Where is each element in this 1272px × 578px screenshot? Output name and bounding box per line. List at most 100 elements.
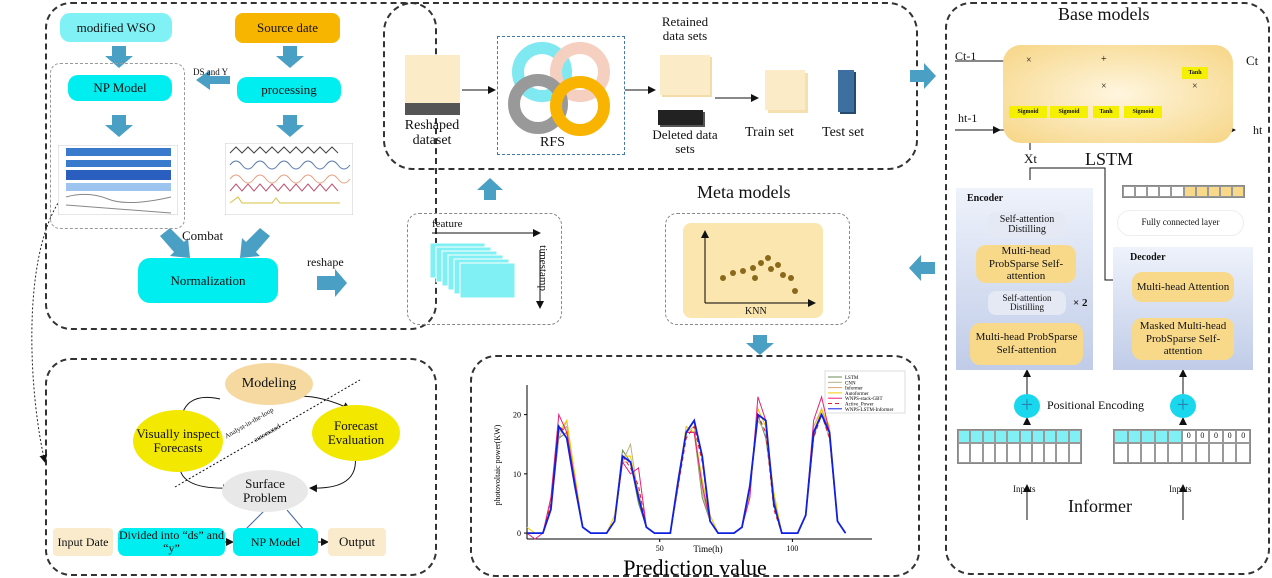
series-line-Active_Power (527, 412, 846, 534)
retained-data-icon (660, 55, 710, 95)
np-model-box: NP Model (68, 75, 172, 101)
zero-cell: 0 (1209, 430, 1223, 444)
sigmoid-gate: Sigmoid (1050, 106, 1088, 118)
positional-encoding-label: Positional Encoding (1047, 398, 1144, 412)
zero-cell: 0 (1222, 430, 1237, 444)
timestamp-label: timestamp (536, 245, 549, 291)
modified-wso-box: modified WSO (60, 13, 172, 42)
c-prev-label: Ct-1 (955, 49, 977, 63)
deleted-data-icon (658, 110, 703, 125)
modeling-node: Modeling (225, 363, 313, 405)
np-loop-panel (45, 358, 437, 576)
masked-multi-head: Masked Multi-head ProbSparse Self-attent… (1132, 318, 1234, 360)
legend-entry: WNPS-stack-GBT (845, 397, 883, 402)
decoder-label: Decoder (1130, 252, 1166, 263)
forecast-evaluation-node: Forecast Evaluation (312, 405, 400, 461)
feature-selection-panel (383, 2, 918, 170)
self-attention-distilling: Self-attention Distilling (988, 291, 1066, 315)
output-box: Output (328, 528, 386, 556)
zero-cell: 0 (1236, 430, 1250, 444)
legend-entry: CNN (845, 381, 856, 386)
multi-head-probsparse-upper: Multi-head ProbSparse Self-attention (976, 245, 1076, 283)
np-components-plot (58, 145, 178, 215)
mult-op: × (1192, 81, 1198, 92)
combat-label: Combat (182, 228, 224, 243)
decoder-inputs-label: Inputs (1169, 484, 1192, 494)
x-t-label: Xt (1024, 151, 1037, 166)
series-line-Autoformer (526, 406, 846, 534)
meta-models-title: Meta models (697, 182, 791, 202)
input-date-box: Input Date (53, 528, 113, 556)
reshape-label: reshape (307, 255, 344, 269)
train-set-label: Train set (745, 125, 794, 140)
legend-entry: WNPS-LSTM-Informer (845, 408, 894, 413)
decoder-add-icon: + (1170, 394, 1196, 418)
sigmoid-gate: Sigmoid (1124, 106, 1162, 118)
legend-entry: LSTM (845, 376, 859, 381)
mult-op: × (1026, 55, 1032, 66)
multi-head-probsparse-lower: Multi-head ProbSparse Self-attention (970, 323, 1083, 365)
knn-box (665, 213, 850, 325)
reshaped-dataset-icon (405, 55, 460, 115)
deleted-data-sets-label: Deleted data sets (652, 127, 718, 157)
tanh-gate: Tanh (1182, 67, 1208, 79)
encoder-input-cells (957, 429, 1082, 464)
divided-box: Divided into “ds” and “y” (118, 528, 225, 556)
h-t-label: ht (1253, 123, 1263, 137)
lstm-cell (1003, 45, 1233, 143)
legend-entry: Active_Power (845, 403, 874, 408)
legend-box (824, 370, 906, 414)
feature-tensor-box (407, 213, 562, 325)
encoder-add-icon: + (1014, 394, 1040, 418)
chart-title: Prediction value (623, 555, 767, 578)
data-preprocessing-panel (45, 2, 437, 330)
np-model-box-2: NP Model (233, 528, 318, 556)
y-axis-label: photovoltaic power(KW) (493, 424, 502, 505)
y-tick-label: 10 (513, 470, 521, 479)
retained-data-sets-label: Retained data sets (661, 14, 709, 44)
multi-head-attention: Multi-head Attention (1132, 272, 1234, 302)
series-line-WNPS-LSTM-Informer (527, 412, 847, 534)
fully-connected-layer: Fully connected layer (1117, 210, 1244, 236)
source-date-box: Source date (235, 13, 340, 43)
knn-plot-icon (683, 223, 823, 318)
base-models-title: Base models (1058, 4, 1150, 24)
series-line-WNPS-stack-GBT (526, 394, 846, 540)
np-model-group (50, 63, 185, 229)
legend-entry: Informer (845, 387, 863, 392)
source-data-plot (225, 143, 353, 215)
x-tick-label: 100 (786, 544, 798, 553)
x-axis-label: Time(h) (693, 544, 722, 554)
processing-box: processing (237, 77, 341, 103)
reshaped-dataset-label: Reshaped dataset (404, 118, 460, 149)
surface-problem-node: Surface Problem (222, 470, 308, 512)
base-models-panel (945, 2, 1270, 575)
sigmoid-gate: Sigmoid (1009, 106, 1047, 118)
x-tick-label: 50 (656, 544, 664, 553)
test-set-icon (838, 70, 854, 112)
mult-op: × (1101, 81, 1107, 92)
knn-label: KNN (745, 306, 767, 317)
self-attention-distilling-top: Self-attention Distilling (988, 212, 1066, 238)
encoder-label: Encoder (967, 193, 1004, 204)
informer-label: Informer (1068, 496, 1132, 516)
y-tick-label: 0 (517, 529, 521, 538)
zero-cell: 0 (1182, 430, 1196, 444)
lstm-label: LSTM (1085, 149, 1134, 169)
rfs-label: RFS (540, 135, 565, 150)
ds-and-y-label: DS and Y (193, 67, 229, 77)
normalization-box: Normalization (138, 258, 278, 303)
h-prev-label: ht-1 (958, 111, 978, 125)
add-op: + (1101, 54, 1107, 65)
c-t-label: Ct (1246, 53, 1259, 68)
prediction-chart: LSTMCNNInformerAutoformerWNPS-stack-GBTA… (493, 370, 906, 578)
train-set-icon (765, 70, 805, 110)
fc-output-cells (1122, 185, 1245, 198)
repeat-x2-label: × 2 (1073, 297, 1088, 309)
rfs-box (497, 36, 625, 155)
legend-entry: Autoformer (845, 392, 869, 397)
visually-inspect-node: Visually inspect Forecasts (133, 410, 223, 472)
rfs-rings-icon (508, 42, 610, 136)
prediction-panel (470, 355, 920, 577)
